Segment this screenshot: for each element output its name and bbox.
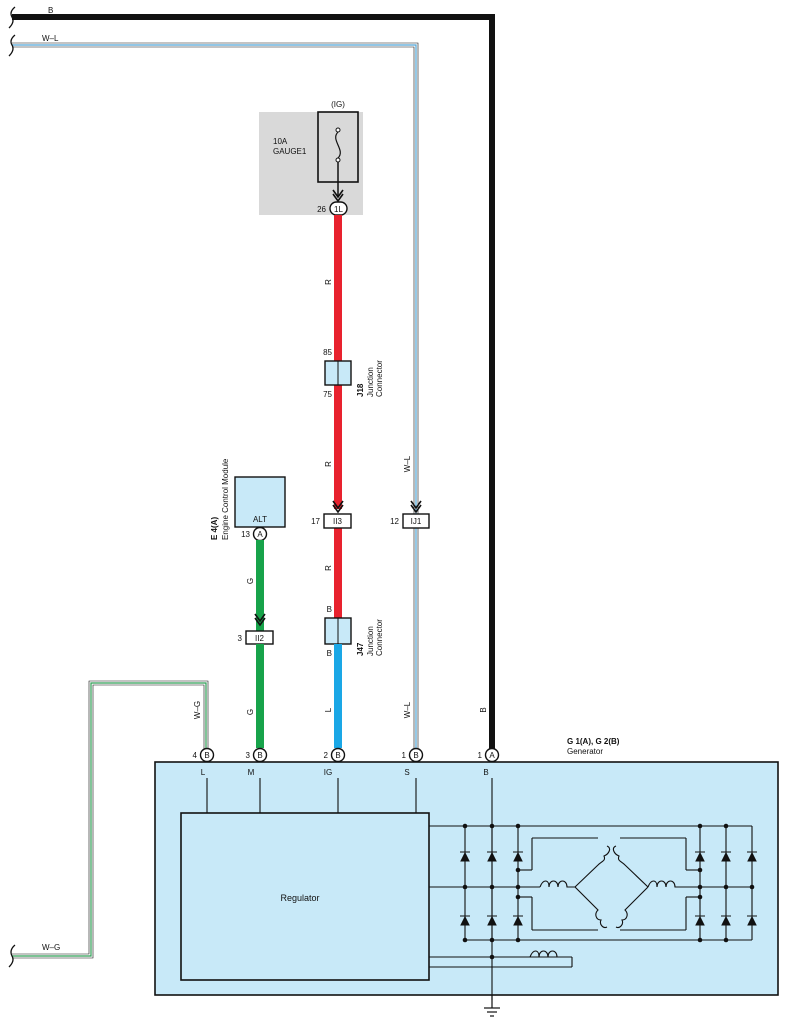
j47-pin-bottom: B [327,649,332,658]
fuse-box-shade [259,112,363,215]
fuse-connector-label: 1L [334,205,343,214]
ecm-name: Engine Control Module [221,458,230,540]
svg-text:B: B [335,751,340,760]
wire-code-wl-vertical-2: W–L [403,701,412,718]
wire-break-mark-wg [8,944,16,968]
wire-black-top [12,14,495,755]
wire-code-b-vertical: B [479,707,488,712]
wire-code-top-b: B [48,6,53,15]
generator-terminal-m: B 3 M [246,747,268,777]
fuse-name: GAUGE1 [273,147,307,156]
j18-name2: Connector [375,360,384,397]
j18-pin-top: 85 [323,348,332,357]
wire-blue [334,644,342,748]
stator-coils [529,845,686,958]
regulator-label: Regulator [280,893,319,903]
svg-text:L: L [201,768,206,777]
generator-terminal-l: B 4 L [193,747,215,777]
wire-code-green-1: G [246,578,255,584]
j47-name2: Connector [375,619,384,656]
svg-text:B: B [413,751,418,760]
svg-text:A: A [489,751,495,760]
wire-code-red-2: R [324,461,333,467]
svg-text:B: B [257,751,262,760]
wire-code-red-1: R [324,279,333,285]
ij1-arrow-icon [410,500,422,514]
svg-text:1: 1 [402,751,407,760]
svg-text:M: M [248,768,255,777]
wire-red-3 [334,528,342,618]
ecm-terminal: ALT [253,515,267,524]
ii2-arrow-icon [254,613,266,627]
ecm-pin: 13 [241,530,250,539]
j18-pin-bottom: 75 [323,390,332,399]
regulator-box [180,812,430,981]
wire-break-mark-wl [8,34,16,57]
j47-id: J47 [356,642,365,656]
wire-code-green-2: G [246,709,255,715]
wire-code-blue: L [324,707,333,712]
j18-name: Junction [366,367,375,397]
generator-terminal-s: B 1 S [402,747,424,777]
ii2-label: II2 [255,634,264,643]
fuse-pin: 26 [317,205,326,214]
ij1-connector [402,513,430,529]
fuse-arrow-icon [332,189,344,203]
wire-code-top-wl: W–L [42,34,59,43]
ij1-label: IJ1 [411,517,422,526]
wire-green-1 [256,540,264,631]
svg-text:1: 1 [478,751,483,760]
ii3-label: II3 [333,517,342,526]
ground-icon [484,995,500,1017]
wire-green-2 [256,644,264,748]
generator-terminal-ig: B 2 IG [324,747,346,777]
svg-text:4: 4 [193,751,198,760]
ecm-connector-label: A [257,530,263,539]
ii3-arrow-icon [332,500,344,514]
svg-text:B: B [483,768,488,777]
wire-red-1 [334,215,342,361]
svg-text:IG: IG [324,768,332,777]
ii3-pin: 17 [311,517,320,526]
fuse-rating: 10A [273,137,288,146]
ii2-pin: 3 [238,634,243,643]
svg-text:S: S [404,768,409,777]
svg-text:2: 2 [324,751,329,760]
j18-id: J18 [356,383,365,397]
wire-red-2 [334,385,342,509]
generator-name: Generator [567,747,603,756]
fuse-source: (IG) [331,100,345,109]
ii3-connector [323,513,352,529]
generator-terminal-b: A 1 B [478,747,500,777]
generator-id: G 1(A), G 2(B) [567,737,620,746]
j47-pin-top: B [327,605,332,614]
rectifier-diodes [460,851,757,926]
wire-code-bottom-wg: W–G [42,943,60,952]
ecm-box [234,476,286,528]
j47-name: Junction [366,626,375,656]
svg-text:B: B [204,751,209,760]
wire-wg-stripe [12,682,207,957]
svg-text:3: 3 [246,751,251,760]
wire-code-red-3: R [324,565,333,571]
ecm-id: E 4(A) [210,517,219,540]
ij1-pin: 12 [390,517,399,526]
wire-code-wg-vertical: W–G [193,701,202,719]
wire-code-wl-vertical-1: W–L [403,455,412,472]
wire-break-mark-b [8,6,16,29]
junction-dots [462,823,755,960]
